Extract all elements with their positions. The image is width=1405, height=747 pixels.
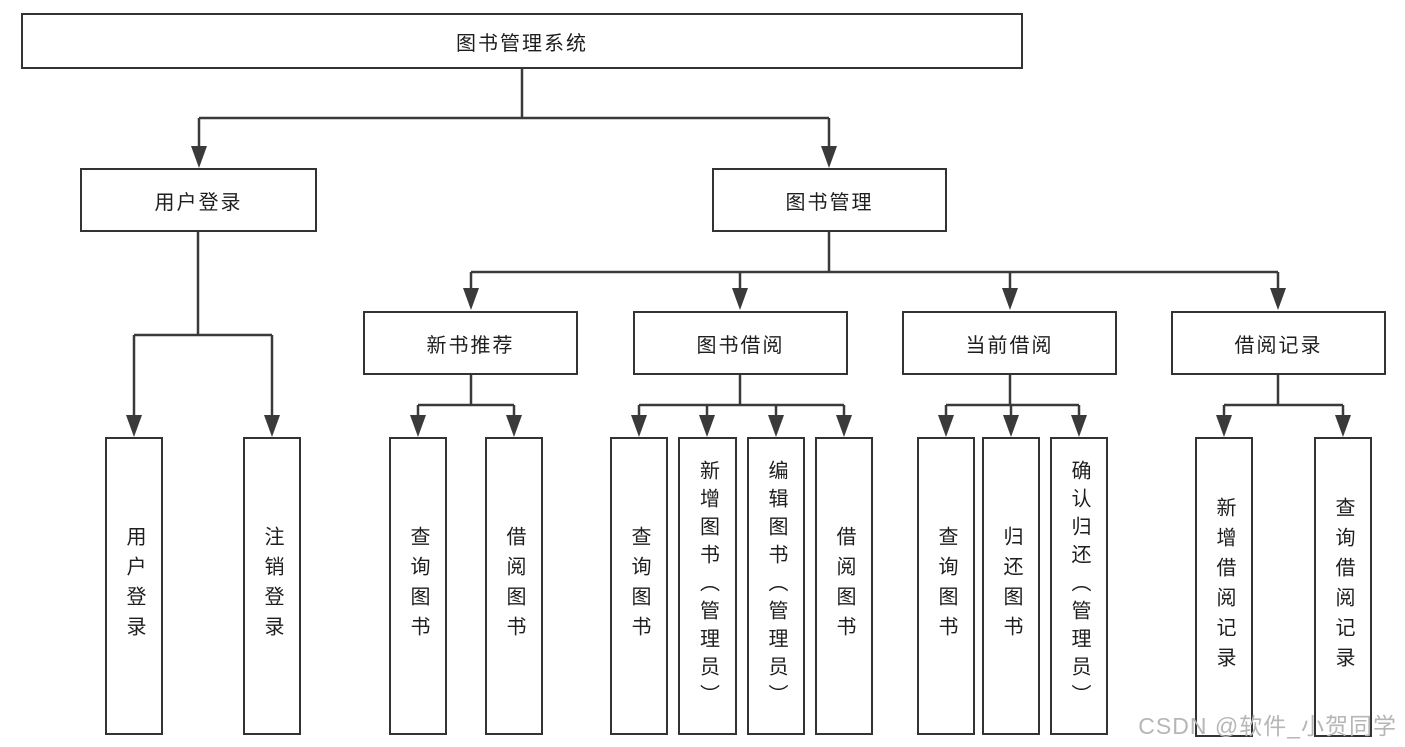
leaf-query-books-1: 查询图书 (389, 437, 447, 735)
leaf-label: 归还图书 (1000, 526, 1022, 646)
node-current-borrowing: 当前借阅 (902, 311, 1117, 375)
leaf-label: 用户登录 (123, 526, 145, 646)
node-label: 图书借阅 (696, 334, 785, 357)
leaf-confirm-return-admin: 确认归还（管理员） (1050, 437, 1108, 735)
leaf-borrow-books-2: 借阅图书 (815, 437, 873, 735)
leaf-add-borrow-record: 新增借阅记录 (1195, 437, 1253, 737)
leaf-edit-books-admin: 编辑图书（管理员） (747, 437, 805, 735)
leaf-user-login: 用户登录 (105, 437, 163, 735)
node-label: 借阅记录 (1234, 334, 1323, 357)
leaf-borrow-books-1: 借阅图书 (485, 437, 543, 735)
node-borrowing-records: 借阅记录 (1171, 311, 1386, 375)
leaf-query-books-2: 查询图书 (610, 437, 668, 735)
node-library-management-system: 图书管理系统 (21, 13, 1023, 69)
leaf-add-books-admin: 新增图书（管理员） (678, 437, 737, 735)
node-label: 新书推荐 (426, 334, 515, 357)
leaf-query-books-3: 查询图书 (917, 437, 975, 735)
node-label: 图书管理系统 (456, 32, 588, 55)
leaf-label: 借阅图书 (503, 526, 525, 646)
node-label: 当前借阅 (965, 334, 1054, 357)
node-user-login: 用户登录 (80, 168, 317, 232)
node-label: 用户登录 (154, 191, 243, 214)
leaf-label: 新增借阅记录 (1213, 497, 1235, 677)
node-new-book-recommend: 新书推荐 (363, 311, 578, 375)
leaf-logout: 注销登录 (243, 437, 301, 735)
leaf-label: 注销登录 (261, 526, 283, 646)
leaf-label: 编辑图书（管理员） (765, 460, 787, 712)
node-label: 图书管理 (785, 191, 874, 214)
leaf-label: 查询借阅记录 (1332, 497, 1354, 677)
leaf-label: 确认归还（管理员） (1068, 460, 1090, 712)
leaf-query-borrow-record: 查询借阅记录 (1314, 437, 1372, 737)
leaf-label: 查询图书 (407, 526, 429, 646)
leaf-return-books: 归还图书 (982, 437, 1040, 735)
node-book-borrowing: 图书借阅 (633, 311, 848, 375)
leaf-label: 新增图书（管理员） (696, 460, 719, 712)
leaf-label: 查询图书 (628, 526, 650, 646)
leaf-label: 借阅图书 (833, 526, 855, 646)
csdn-watermark: CSDN @软件_小贺同学 (1138, 713, 1397, 739)
node-book-management: 图书管理 (712, 168, 947, 232)
leaf-label: 查询图书 (935, 526, 957, 646)
